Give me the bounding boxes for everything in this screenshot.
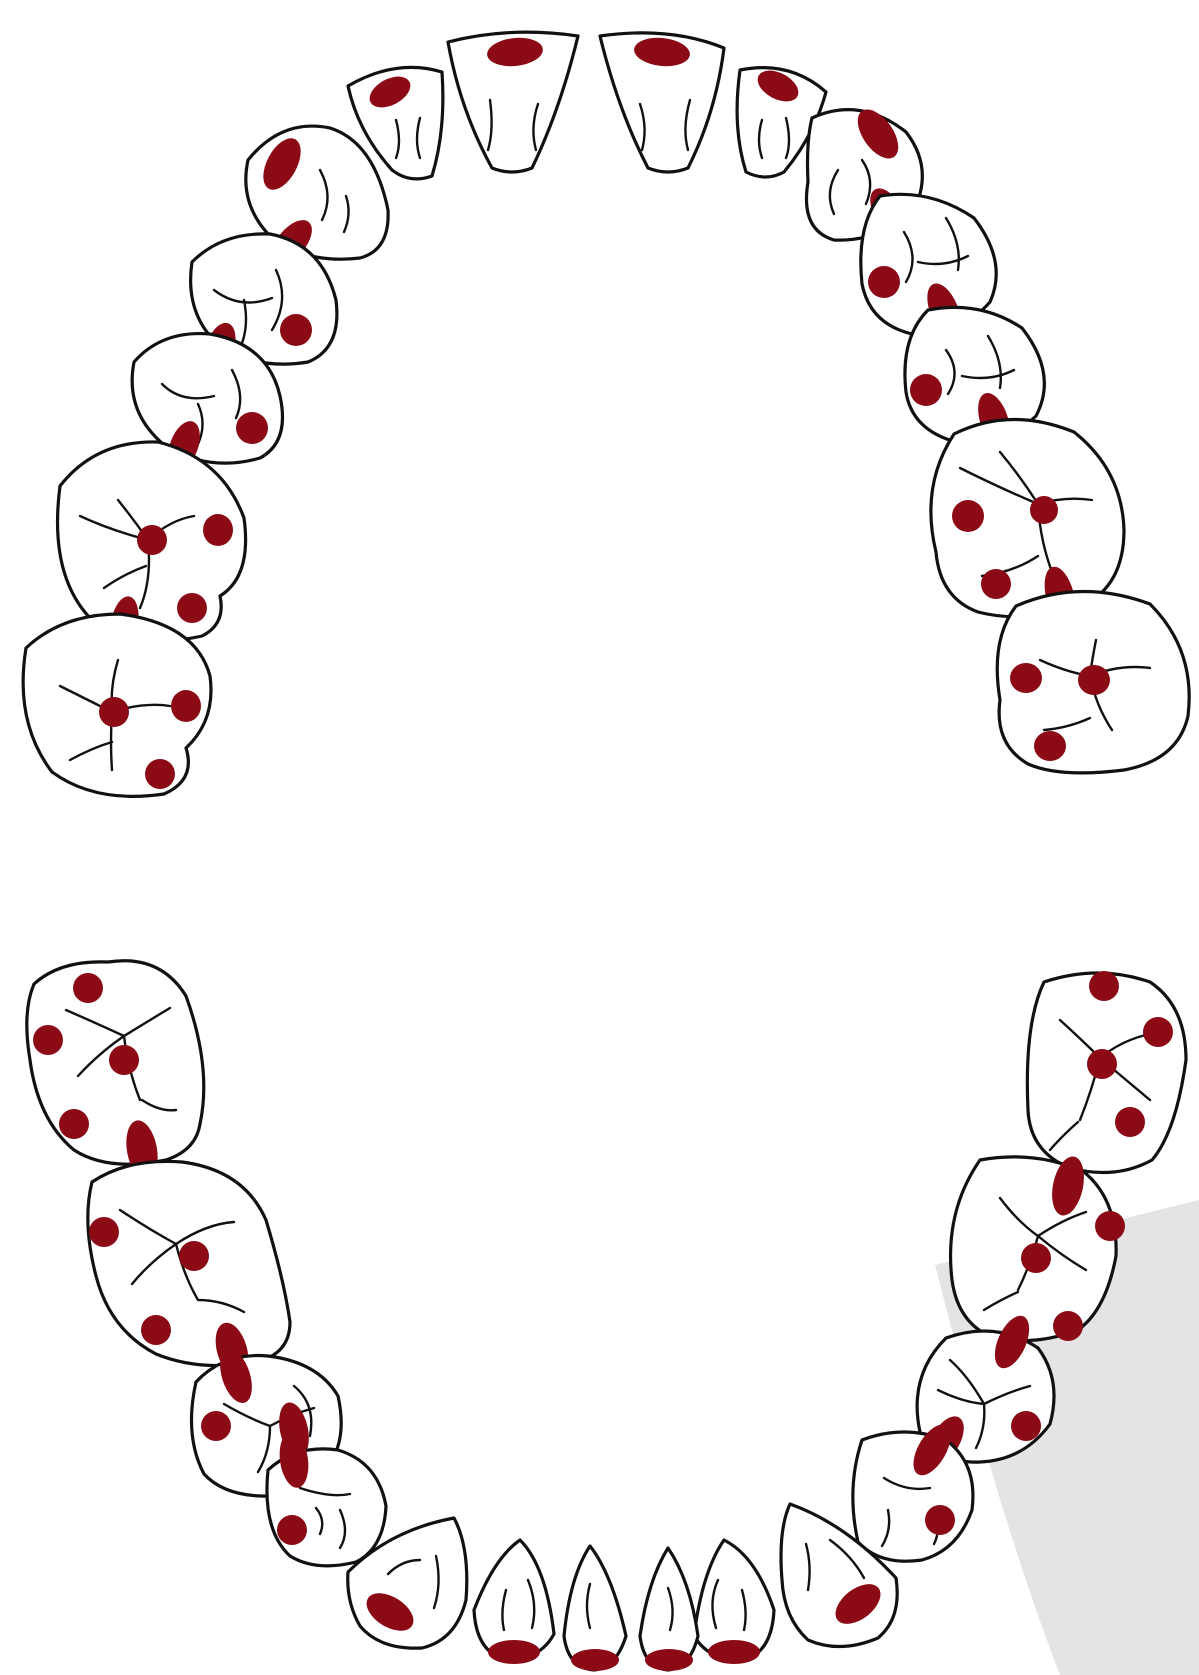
contact-mark [201, 1411, 231, 1441]
contact-mark [1034, 731, 1066, 761]
tooth [600, 33, 724, 172]
contact-mark [145, 759, 175, 789]
contact-mark [141, 1315, 171, 1345]
tooth [474, 1540, 554, 1664]
tooth [267, 1430, 386, 1566]
contact-mark [910, 374, 942, 406]
mandibular-arch [27, 961, 1186, 1671]
contact-mark [1030, 496, 1058, 524]
contact-mark [73, 973, 103, 1003]
tooth [1027, 971, 1186, 1173]
contact-mark [1087, 1049, 1117, 1079]
contact-mark [708, 1640, 760, 1664]
contact-mark [868, 266, 900, 298]
contact-mark [1021, 1243, 1051, 1273]
contact-mark [280, 314, 312, 346]
contact-mark [33, 1025, 63, 1055]
contact-mark [109, 1045, 139, 1075]
tooth [640, 1548, 698, 1671]
contact-mark [571, 1649, 619, 1671]
contact-mark [1078, 665, 1110, 695]
tooth [88, 1161, 290, 1381]
contact-mark [645, 1649, 693, 1671]
tooth [694, 1540, 774, 1664]
tooth [564, 1546, 626, 1671]
contact-mark [1011, 1411, 1041, 1441]
tooth [997, 591, 1189, 772]
contact-mark [137, 525, 167, 555]
contact-mark [277, 1515, 307, 1545]
contact-mark [177, 593, 207, 623]
contact-mark [89, 1217, 119, 1247]
contact-mark [1010, 663, 1042, 693]
tooth-crown-outline [853, 1432, 973, 1561]
contact-mark [1053, 1311, 1083, 1341]
contact-mark [59, 1109, 89, 1139]
tooth [27, 961, 204, 1182]
contact-mark [1095, 1211, 1125, 1241]
maxillary-arch [23, 32, 1189, 796]
contact-mark [1143, 1017, 1173, 1047]
contact-mark [171, 690, 201, 722]
contact-mark [179, 1241, 209, 1271]
tooth [448, 32, 578, 172]
contact-mark [1089, 971, 1119, 1001]
contact-mark [1115, 1107, 1145, 1137]
contact-mark [236, 412, 268, 444]
contact-mark [203, 514, 233, 546]
contact-mark [488, 1640, 540, 1664]
contact-mark [981, 569, 1011, 599]
contact-mark [925, 1505, 955, 1535]
tooth [23, 614, 211, 796]
contact-mark [952, 500, 984, 532]
contact-mark [99, 697, 129, 727]
